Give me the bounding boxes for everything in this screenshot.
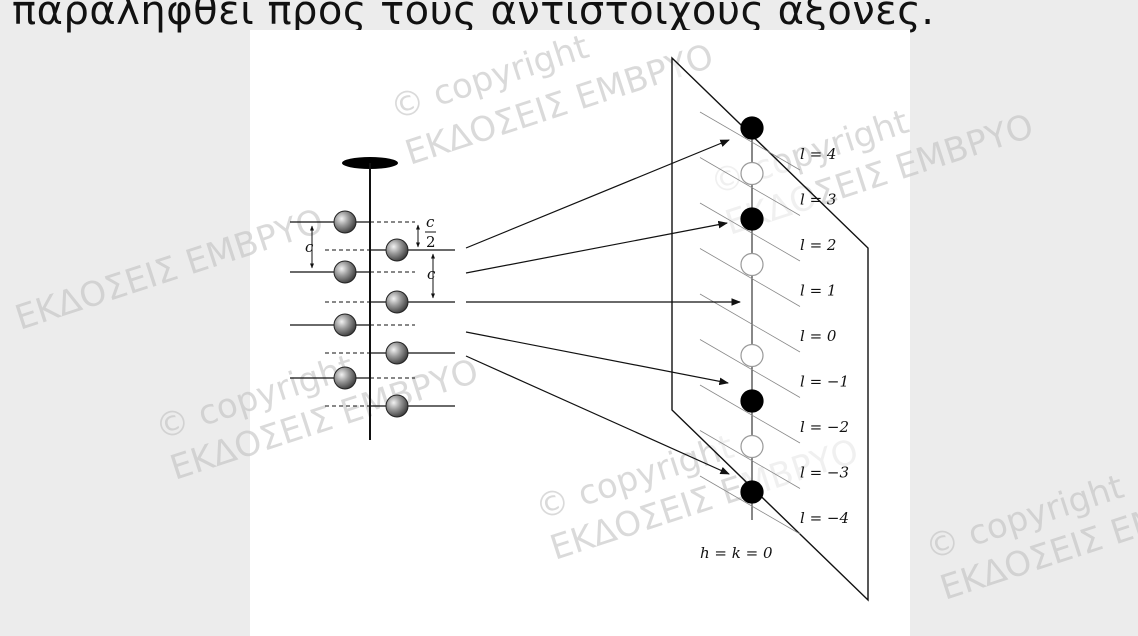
ray-group — [465, 139, 741, 475]
screen-guide-line — [699, 430, 801, 489]
atom — [333, 366, 357, 390]
order-label: l = 3 — [800, 191, 836, 209]
order-label: l = −2 — [800, 418, 849, 436]
screen-guide-line — [699, 475, 801, 535]
screen-guide-line — [699, 248, 801, 307]
spacing-label-c: c — [305, 238, 314, 256]
screen-caption: h = k = 0 — [700, 544, 773, 562]
screen-plane — [671, 56, 869, 602]
order-label: l = −4 — [800, 509, 849, 527]
atom — [333, 260, 357, 284]
atom — [333, 210, 357, 234]
diffraction-spot-filled — [740, 207, 764, 231]
diffraction-spot-filled — [740, 389, 764, 413]
order-label: l = 4 — [800, 145, 836, 163]
order-label: l = −3 — [800, 464, 849, 482]
atom — [333, 313, 357, 337]
watermark-text: ΕΚΔΟΣΕΙΣ ΕΜΒΡΥΟ — [10, 201, 328, 338]
watermark-group: © copyright ΕΚΔΟΣΕΙΣ ΕΜΒΡΥΟ ΕΚΔΟΣΕΙΣ ΕΜΒ… — [10, 27, 1138, 609]
screen-guide-line — [699, 339, 801, 398]
spacing-label-c: c — [427, 265, 436, 283]
atom — [385, 238, 409, 262]
order-label: l = 0 — [800, 327, 837, 345]
screen-guide-line — [699, 111, 801, 171]
ray-arrow — [465, 331, 729, 386]
diffraction-spot-filled — [740, 116, 764, 140]
diffraction-spot-filled — [740, 480, 764, 504]
screen-guide-line — [699, 384, 801, 444]
diffraction-spot-empty — [740, 434, 764, 459]
half-spacing-numerator: c — [426, 213, 435, 231]
screen-guide-line — [699, 157, 801, 216]
diffraction-spot-empty — [740, 252, 764, 277]
spot-group: l = 4 l = 3 l = 2 l = 1 l = 0 l = −1 l = −2 l =… — [699, 111, 849, 535]
screen-guide-line — [699, 293, 801, 353]
order-label: l = 2 — [800, 236, 836, 254]
ray-arrow — [465, 355, 730, 475]
diffraction-spot-empty — [740, 161, 764, 186]
atom — [385, 394, 409, 418]
crystal-chain: c c 2 c — [290, 157, 455, 440]
half-spacing-denominator: 2 — [426, 233, 436, 251]
ray-arrow — [465, 139, 730, 249]
order-label: l = 1 — [800, 282, 836, 300]
caption-text: παραληφθεί προς τους αντίστοιχους άξονες… — [12, 0, 935, 34]
detector-screen: l = 4 l = 3 l = 2 l = 1 l = 0 l = −1 l = −2 l =… — [671, 56, 869, 602]
ray-arrow — [465, 220, 728, 274]
atom — [385, 341, 409, 365]
screen-guide-line — [699, 202, 801, 262]
diffraction-spot-empty — [740, 343, 764, 368]
order-label: l = −1 — [800, 373, 849, 391]
atom — [385, 290, 409, 314]
